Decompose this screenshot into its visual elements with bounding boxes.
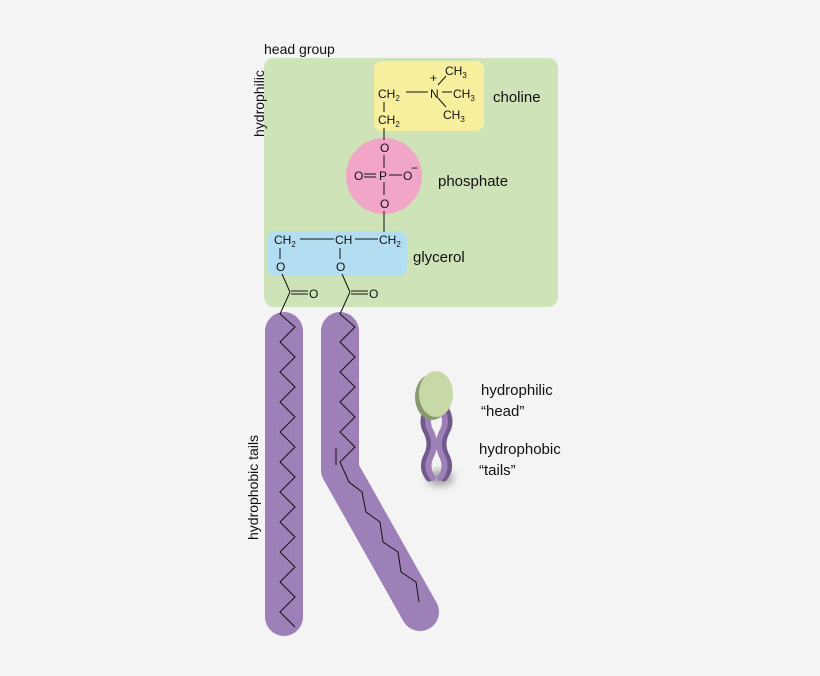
label-hydrophilic-rotated: hydrophilic [251,70,267,137]
label-glycerol: glycerol [413,249,465,266]
label-head-group: head group [264,41,335,57]
label-phosphate: phosphate [438,173,508,190]
svg-text:O: O [380,197,389,211]
svg-text:CH: CH [335,233,352,247]
label-choline: choline [493,89,541,106]
tail-2 [321,312,439,631]
svg-text:CH3: CH3 [453,87,475,103]
label-hydrophobic-tails: hydrophobic tails [245,435,261,540]
choline-box [374,61,484,131]
svg-text:CH2: CH2 [274,233,296,249]
glycerol-structure: CH2 CH CH2 O O O O [274,233,401,301]
tail-2-chain [339,291,420,603]
svg-text:O: O [276,260,285,274]
phosphate-structure: O O P O − O [354,141,418,232]
svg-text:CH3: CH3 [443,108,465,124]
svg-text:O: O [369,287,378,301]
svg-text:CH2: CH2 [378,113,400,129]
svg-text:CH2: CH2 [379,233,401,249]
svg-text:O: O [403,169,412,183]
svg-text:O: O [354,169,363,183]
svg-text:N: N [430,87,439,101]
svg-text:P: P [379,169,387,183]
svg-text:CH3: CH3 [445,64,467,80]
svg-text:O: O [336,260,345,274]
legend-head-line2: “head” [481,403,524,420]
svg-text:CH2: CH2 [378,87,400,103]
legend-tails-line2: “tails” [479,462,516,479]
choline-structure: CH2 N + CH3 CH3 CH3 CH2 [378,64,475,140]
svg-text:+: + [430,71,437,85]
legend-head-line1: hydrophilic [481,382,553,399]
tail-1 [265,312,303,636]
glycerol-box [267,231,407,276]
svg-text:O: O [309,287,318,301]
legend-phospholipid-icon [415,371,454,486]
tail-1-chain [279,291,296,628]
svg-text:O: O [380,141,389,155]
phosphate-circle [346,138,422,214]
legend-tails-line1: hydrophobic [479,441,561,458]
svg-text:−: − [411,161,418,175]
